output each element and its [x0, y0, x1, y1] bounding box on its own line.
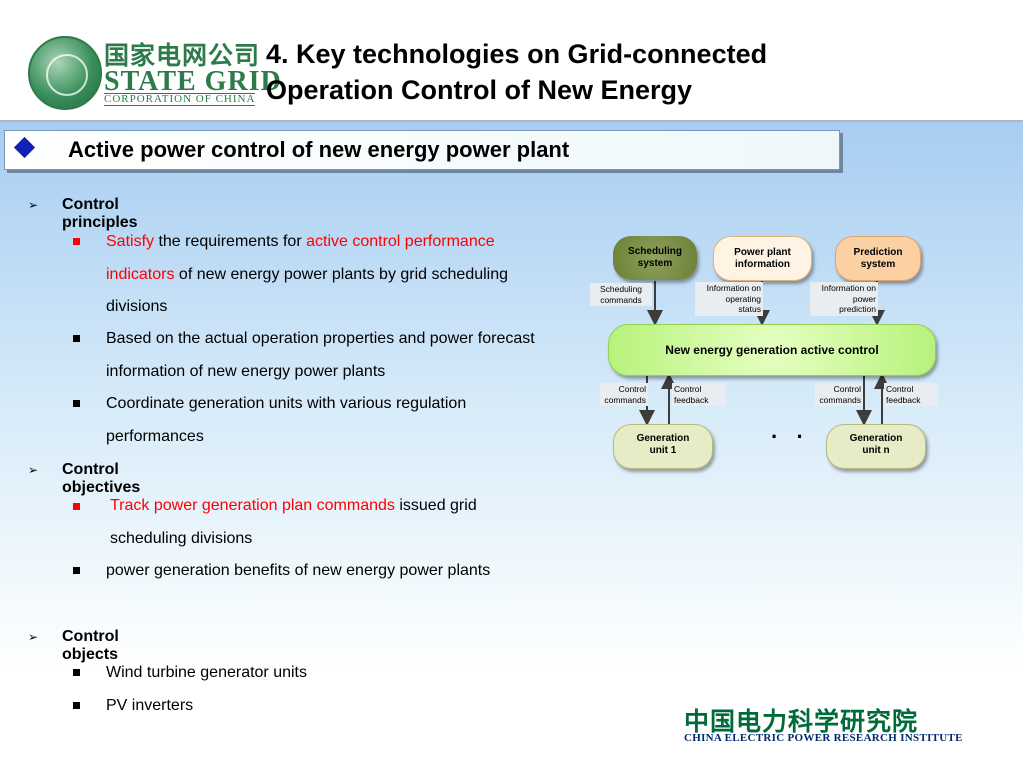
slide-title-line2: Operation Control of New Energy	[266, 75, 693, 105]
slide-title: 4. Key technologies on Grid-connected Op…	[266, 36, 886, 108]
label-line: commands	[819, 394, 861, 405]
bullet-based-on: Based on the actual operation properties…	[106, 330, 535, 380]
node-generation-unit-n: Generation unit n	[826, 424, 926, 469]
heading-control-objects: Control objects	[62, 628, 119, 663]
square-bullet-icon	[73, 335, 80, 342]
node-active-control: New energy generation active control	[608, 324, 936, 376]
square-bullet-icon	[73, 238, 80, 245]
node-prediction-system: Prediction system	[835, 236, 921, 281]
diamond-bullet-icon	[13, 136, 36, 159]
label-line: feedback	[886, 394, 921, 405]
bullet-wind: Wind turbine generator units	[106, 664, 307, 681]
section-bar: Active power control of new energy power…	[4, 130, 840, 170]
text-plants: of new energy power plants by grid sched…	[106, 265, 509, 316]
node-label: unit 1	[649, 445, 677, 456]
node-label: information	[735, 259, 790, 270]
label-line: prediction	[839, 304, 876, 314]
node-label: system	[637, 258, 673, 269]
label-line: power	[852, 293, 876, 304]
section-title: Active power control of new energy power…	[68, 137, 570, 162]
label-line: operating	[725, 293, 761, 304]
bullet-benefits: power generation benefits of new energy …	[106, 562, 491, 579]
arrow-bullet-icon: ➢	[28, 198, 39, 212]
label-line: commands	[604, 394, 646, 405]
node-label: Scheduling	[628, 246, 682, 257]
text-issued: issued grid scheduling divisions	[110, 497, 477, 547]
bullet-satisfy: Satisfy the requirements for active cont…	[106, 226, 536, 324]
square-bullet-icon	[73, 702, 80, 709]
label-line: Control	[886, 384, 914, 394]
label-control-feedback-1: Control feedback	[672, 383, 726, 406]
square-bullet-icon	[73, 503, 80, 510]
node-label: Prediction	[853, 247, 903, 258]
text-satisfy: Satisfy	[106, 233, 155, 250]
node-power-plant-info: Power plant information	[713, 236, 812, 281]
node-scheduling-system: Scheduling system	[613, 236, 697, 280]
logo-chinese-text: 国家电网公司	[104, 41, 261, 70]
text-requirements: the requirements for	[154, 233, 307, 250]
node-label: Power plant	[734, 247, 791, 258]
label-operating-status: Information on operating status	[695, 282, 763, 316]
heading-control-objectives: Control objectives	[62, 461, 141, 496]
label-control-feedback-n: Control feedback	[884, 383, 938, 406]
label-line: Scheduling	[599, 284, 643, 294]
node-label: Generation	[849, 433, 903, 444]
label-scheduling-commands: Scheduling commands	[590, 283, 652, 306]
label-power-prediction: Information on power prediction	[810, 282, 878, 316]
label-control-commands-1: Control commands	[600, 383, 648, 406]
label-line: commands	[600, 294, 642, 305]
label-line: Information on	[821, 283, 876, 293]
arrow-bullet-icon: ➢	[28, 630, 39, 644]
bullet-coordinate: Coordinate generation units with various…	[106, 395, 467, 445]
text-indicators: active control performance indicators	[106, 233, 495, 283]
logo-english-text: STATE GRID	[104, 66, 282, 97]
bullet-track: Track power generation plan commands iss…	[110, 490, 540, 555]
square-bullet-icon	[73, 567, 80, 574]
node-label: unit n	[862, 445, 890, 456]
label-line: status	[738, 304, 761, 314]
label-control-commands-n: Control commands	[815, 383, 863, 406]
slide-title-line1: 4. Key technologies on Grid-connected	[266, 39, 768, 69]
text-track-commands: Track power generation plan commands	[110, 497, 395, 514]
heading-control-principles: Control principles	[62, 196, 138, 231]
square-bullet-icon	[73, 669, 80, 676]
label-line: Control	[618, 384, 646, 394]
label-line: Control	[674, 384, 702, 394]
label-line: Control	[833, 384, 861, 394]
node-label: system	[860, 259, 896, 270]
node-label: Generation	[636, 433, 690, 444]
header: 国家电网公司 STATE GRID CORPORATION OF CHINA 4…	[0, 0, 1023, 122]
ellipsis-dots: · ·	[771, 424, 810, 449]
logo-subtitle: CORPORATION OF CHINA	[104, 93, 256, 106]
label-line: Information on	[706, 283, 761, 293]
state-grid-globe-icon	[28, 36, 102, 110]
square-bullet-icon	[73, 400, 80, 407]
bullet-pv: PV inverters	[106, 697, 194, 714]
footer-institute-chinese: 中国电力科学研究院	[684, 707, 919, 736]
arrow-bullet-icon: ➢	[28, 463, 39, 477]
label-line: feedback	[674, 394, 709, 405]
node-generation-unit-1: Generation unit 1	[613, 424, 713, 469]
control-diagram: Scheduling system Power plant informatio…	[585, 228, 955, 478]
footer-institute-english: CHINA ELECTRIC POWER RESEARCH INSTITUTE	[684, 732, 963, 744]
